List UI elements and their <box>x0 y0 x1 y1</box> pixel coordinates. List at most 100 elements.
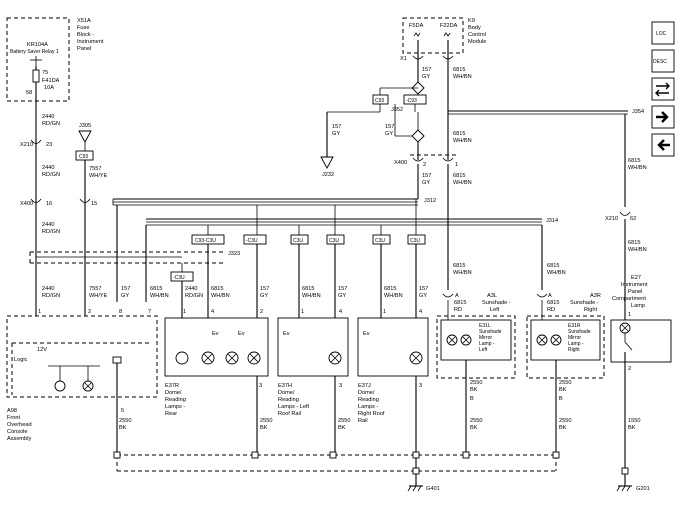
svg-text:RD/GN: RD/GN <box>185 293 203 299</box>
led-icon <box>54 380 66 392</box>
svg-text:7557: 7557 <box>89 286 101 292</box>
svg-text:Compartment: Compartment <box>612 296 646 302</box>
sunshade-right-a3r: A A3R Sunshade - Right 6815 RD E31R Suns… <box>526 293 605 402</box>
svg-text:C3U: C3U <box>293 238 303 244</box>
svg-text:7: 7 <box>148 309 151 315</box>
svg-text:15: 15 <box>91 201 97 207</box>
connector-tabs: C93-C3U -C3U C3U C3U C3U C3U -C3U <box>170 234 426 282</box>
svg-text:Reading: Reading <box>165 397 186 403</box>
svg-text:6815: 6815 <box>453 263 465 269</box>
next-button[interactable] <box>651 105 675 129</box>
svg-text:Lamps -: Lamps - <box>165 404 185 410</box>
svg-text:23: 23 <box>46 142 52 148</box>
svg-text:157: 157 <box>422 173 431 179</box>
svg-text:A3R: A3R <box>590 293 601 299</box>
svg-text:X400: X400 <box>394 160 407 166</box>
svg-text:Dome/: Dome/ <box>358 390 375 396</box>
svg-text:A98: A98 <box>7 408 17 414</box>
switch-icon: Ev <box>212 331 219 337</box>
svg-text:RD: RD <box>454 307 462 313</box>
svg-text:1: 1 <box>455 162 458 168</box>
svg-text:4: 4 <box>419 309 422 315</box>
arrow-right-icon <box>656 111 669 123</box>
lamp-e37h: 1 4 Ev 3 E37H Dome/ Reading Lamps - Left… <box>277 309 349 417</box>
svg-text:BK: BK <box>628 425 636 431</box>
svg-text:Left: Left <box>479 347 488 353</box>
svg-text:Front: Front <box>7 415 21 421</box>
svg-text:6815: 6815 <box>302 286 314 292</box>
svg-text:J305: J305 <box>79 123 91 129</box>
swap-button[interactable] <box>651 77 675 101</box>
svg-text:Lamp -: Lamp - <box>568 341 584 347</box>
svg-text:BK: BK <box>260 425 268 431</box>
svg-text:Rail: Rail <box>358 418 368 424</box>
svg-text:WH/YE: WH/YE <box>89 293 108 299</box>
svg-text:C3U: C3U <box>329 238 339 244</box>
desc-button[interactable]: DESC <box>651 49 675 73</box>
svg-text:Sunshade: Sunshade <box>568 329 591 335</box>
svg-text:A: A <box>548 293 552 299</box>
prev-button[interactable] <box>651 133 675 157</box>
svg-text:RD: RD <box>547 307 555 313</box>
switch-icon: Ev <box>238 331 245 337</box>
svg-text:Rear: Rear <box>165 411 177 417</box>
body-control-module-k9: K9 Body Control Module F5DA F22DA X1 <box>400 17 486 62</box>
svg-text:Lamp: Lamp <box>631 303 645 309</box>
svg-text:J314: J314 <box>546 218 558 224</box>
svg-text:157: 157 <box>338 286 347 292</box>
svg-text:1: 1 <box>383 309 386 315</box>
svg-text:2440: 2440 <box>42 114 54 120</box>
svg-text:Right: Right <box>568 347 580 353</box>
svg-text:WH/BN: WH/BN <box>150 293 169 299</box>
svg-text:Mirror: Mirror <box>479 335 492 341</box>
svg-text:1: 1 <box>183 309 186 315</box>
svg-text:Right Roof: Right Roof <box>358 411 385 417</box>
svg-text:C93: C93 <box>79 154 88 160</box>
svg-text:6815: 6815 <box>211 286 223 292</box>
loc-label: LOC <box>656 31 667 37</box>
svg-text:WH/YE: WH/YE <box>89 173 108 179</box>
svg-text:2: 2 <box>260 309 263 315</box>
svg-text:2550: 2550 <box>260 418 272 424</box>
svg-text:A3L: A3L <box>487 293 497 299</box>
svg-text:WH/BN: WH/BN <box>302 293 321 299</box>
svg-text:WH/BN: WH/BN <box>453 180 472 186</box>
svg-text:A: A <box>455 293 459 299</box>
switch-icon: Ev <box>283 331 290 337</box>
svg-text:1: 1 <box>628 312 631 318</box>
svg-text:BK: BK <box>119 425 127 431</box>
switch-icon: Ev <box>363 331 370 337</box>
svg-text:RD/GN: RD/GN <box>42 229 60 235</box>
svg-text:7557: 7557 <box>89 166 101 172</box>
svg-text:WH/BN: WH/BN <box>211 293 230 299</box>
instrument-panel-lamp-e27: E27 Instrument Panel Compartment Lamp 1 … <box>610 275 672 372</box>
svg-text:Dome/: Dome/ <box>165 390 182 396</box>
loc-button[interactable]: LOC <box>651 21 675 45</box>
svg-text:8: 8 <box>119 309 122 315</box>
svg-text:Panel: Panel <box>628 289 642 295</box>
svg-text:J232: J232 <box>322 172 334 178</box>
svg-text:X210: X210 <box>20 142 33 148</box>
svg-text:F41DA: F41DA <box>42 78 60 84</box>
svg-text:58: 58 <box>26 90 32 96</box>
svg-text:J312: J312 <box>424 198 436 204</box>
svg-text:BK: BK <box>559 387 567 393</box>
svg-text:157: 157 <box>332 124 341 130</box>
svg-text:2440: 2440 <box>42 222 54 228</box>
svg-text:6815: 6815 <box>453 173 465 179</box>
front-overhead-console-a98: 1 2 8 7 12V Logic A98 Front Overhead Con… <box>6 309 158 442</box>
svg-text:12V: 12V <box>37 347 47 353</box>
svg-text:Lamps -: Lamps - <box>358 404 378 410</box>
svg-text:3: 3 <box>419 383 422 389</box>
svg-text:Roof Rail: Roof Rail <box>278 411 301 417</box>
svg-text:Sunshade -: Sunshade - <box>482 300 511 306</box>
arrow-left-icon <box>657 139 670 151</box>
svg-text:157: 157 <box>419 286 428 292</box>
svg-text:WH/BN: WH/BN <box>628 247 647 253</box>
j232-splice-icon <box>320 156 334 169</box>
led-icon <box>175 351 189 365</box>
svg-text:Control: Control <box>468 32 486 38</box>
svg-text:2550: 2550 <box>338 418 350 424</box>
svg-text:1: 1 <box>38 309 41 315</box>
